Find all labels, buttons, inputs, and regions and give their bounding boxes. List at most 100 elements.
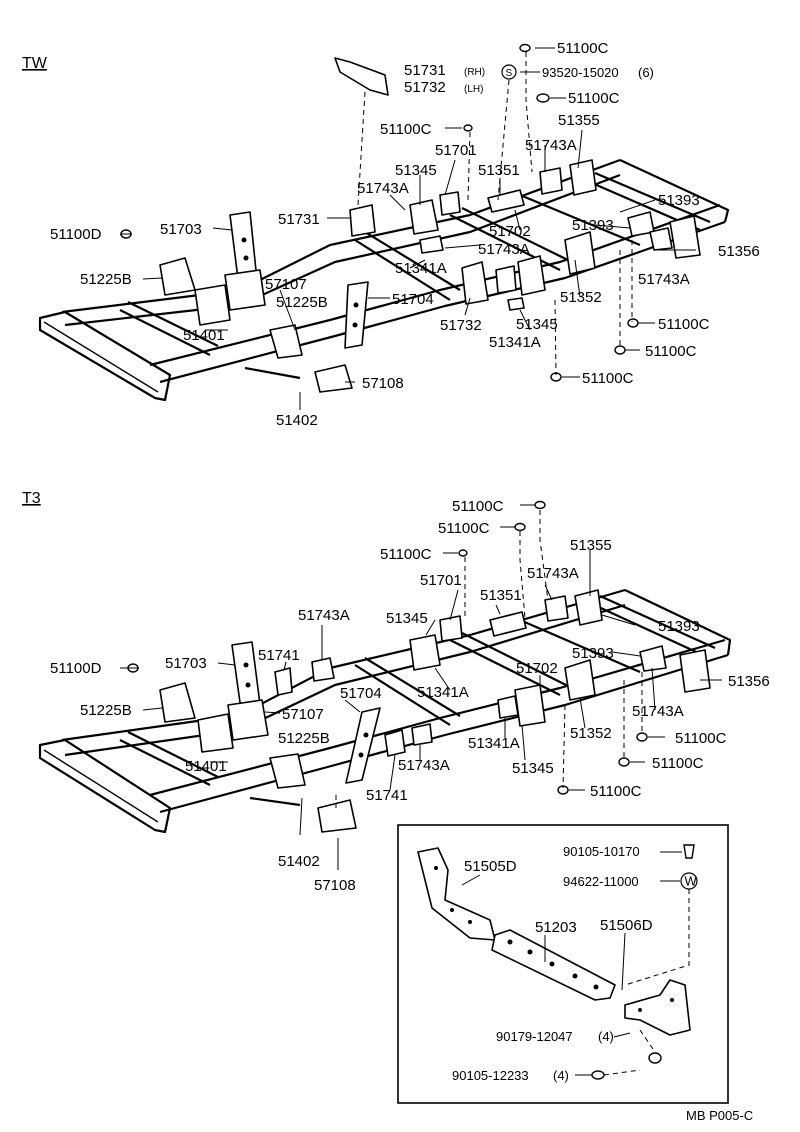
label-51345: 51345 bbox=[395, 162, 437, 179]
label-51100c: 51100C bbox=[380, 546, 432, 563]
label-51345: 51345 bbox=[386, 610, 428, 627]
label-51702: 51702 bbox=[516, 660, 558, 677]
label-57107: 57107 bbox=[265, 276, 307, 293]
label-57108: 57108 bbox=[314, 877, 356, 894]
label-51393: 51393 bbox=[572, 217, 614, 234]
label-51356: 51356 bbox=[728, 673, 770, 690]
label-51743a: 51743A bbox=[357, 180, 409, 197]
tw-section: TW bbox=[22, 40, 760, 429]
bracket-57108-part bbox=[314, 364, 353, 393]
label-51352: 51352 bbox=[570, 725, 612, 742]
mount-51225b-part bbox=[159, 257, 196, 296]
label-51732: 51732 bbox=[404, 79, 446, 96]
label-51355: 51355 bbox=[570, 537, 612, 554]
label-rh: (RH) bbox=[464, 67, 485, 78]
bracket-57108-part bbox=[317, 799, 357, 833]
label-51341a: 51341A bbox=[468, 735, 520, 752]
label-90179-12047: 90179-12047 bbox=[496, 1029, 573, 1044]
label-94622-11000: 94622-11000 bbox=[563, 874, 639, 889]
label-51743a: 51743A bbox=[632, 703, 684, 720]
label-90105-10170: 90105-10170 bbox=[563, 844, 640, 859]
label-57108: 57108 bbox=[362, 375, 404, 392]
label-51352: 51352 bbox=[560, 289, 602, 306]
label-51356: 51356 bbox=[718, 243, 760, 260]
label-51100c: 51100C bbox=[557, 40, 609, 57]
label-51100c: 51100C bbox=[590, 783, 642, 800]
label-51341a: 51341A bbox=[417, 684, 469, 701]
label-51741: 51741 bbox=[366, 787, 408, 804]
inset-detail: W 90105-10170 94622-11000 51505D 51203 5… bbox=[397, 824, 729, 1104]
label-51345: 51345 bbox=[516, 316, 558, 333]
label-51741: 51741 bbox=[258, 647, 300, 664]
label-51704: 51704 bbox=[340, 685, 382, 702]
tw-leaders bbox=[120, 47, 696, 410]
bracket-51704-part bbox=[345, 707, 381, 784]
label-51703: 51703 bbox=[165, 655, 207, 672]
label-51743a: 51743A bbox=[298, 607, 350, 624]
label-51704: 51704 bbox=[392, 291, 434, 308]
symbol-s-icon bbox=[501, 64, 517, 80]
tw-parts: S bbox=[120, 43, 701, 393]
label-51355: 51355 bbox=[558, 112, 600, 129]
bracket-51505d-part bbox=[417, 847, 496, 941]
label-93520-15020: 93520-15020 bbox=[542, 65, 619, 80]
t3-labels: 51100C 51100C 51355 51100C 51743A 51701 … bbox=[50, 498, 770, 894]
label-text: S bbox=[506, 68, 513, 79]
label-51351: 51351 bbox=[480, 587, 522, 604]
label-qty: (6) bbox=[638, 65, 654, 80]
bracket-51506d-part bbox=[624, 979, 691, 1036]
t3-section: T3 bbox=[22, 490, 770, 894]
label-51100c: 51100C bbox=[582, 370, 634, 387]
label-51743a: 51743A bbox=[478, 241, 530, 258]
label-51341a: 51341A bbox=[489, 334, 541, 351]
label-51100c: 51100C bbox=[380, 121, 432, 138]
label-qty: (4) bbox=[598, 1029, 614, 1044]
t3-leaders bbox=[120, 504, 722, 870]
label-51225b: 51225B bbox=[276, 294, 328, 311]
inset-frame bbox=[397, 824, 729, 1104]
bolt-icon bbox=[591, 1070, 605, 1080]
label-51100c: 51100C bbox=[568, 90, 620, 107]
t3-frame bbox=[38, 588, 732, 834]
label-51743a: 51743A bbox=[398, 757, 450, 774]
section-title-tw: TW bbox=[22, 55, 48, 72]
label-90105-12233: 90105-12233 bbox=[452, 1068, 529, 1083]
label-51731: 51731 bbox=[404, 62, 446, 79]
label-51701: 51701 bbox=[420, 572, 462, 589]
label-51225b: 51225B bbox=[80, 271, 132, 288]
label-57107: 57107 bbox=[282, 706, 324, 723]
section-title-t3: T3 bbox=[22, 490, 41, 507]
label-51100c: 51100C bbox=[452, 498, 504, 515]
label-51345: 51345 bbox=[512, 760, 554, 777]
label-lh: (LH) bbox=[464, 84, 483, 95]
label-51731: 51731 bbox=[278, 211, 320, 228]
label-51100d: 51100D bbox=[50, 226, 102, 243]
label-51351: 51351 bbox=[478, 162, 520, 179]
label-51701: 51701 bbox=[435, 142, 477, 159]
label-51100c: 51100C bbox=[658, 316, 710, 333]
label-51225b: 51225B bbox=[80, 702, 132, 719]
bolt-icon bbox=[683, 844, 695, 859]
label-51100c: 51100C bbox=[675, 730, 727, 747]
label-51703: 51703 bbox=[160, 221, 202, 238]
label-51732: 51732 bbox=[440, 317, 482, 334]
label-51743a: 51743A bbox=[638, 271, 690, 288]
label-51702: 51702 bbox=[489, 223, 531, 240]
label-51225b: 51225B bbox=[278, 730, 330, 747]
label-qty: (4) bbox=[553, 1068, 569, 1083]
nut-icon bbox=[648, 1052, 662, 1064]
bracket-51731-part bbox=[334, 57, 389, 96]
label-51100c: 51100C bbox=[645, 343, 697, 360]
tw-labels: 51100C 93520-15020 (6) 51731 (RH) 51732 … bbox=[50, 40, 760, 429]
label-51402: 51402 bbox=[278, 853, 320, 870]
label-51393: 51393 bbox=[658, 192, 700, 209]
label-51341a: 51341A bbox=[395, 260, 447, 277]
label-51505d: 51505D bbox=[464, 858, 517, 875]
label-51100d: 51100D bbox=[50, 660, 102, 677]
label-51506d: 51506D bbox=[600, 917, 653, 934]
label-text: W bbox=[685, 874, 698, 889]
label-51401: 51401 bbox=[185, 758, 227, 775]
bracket-51401-part bbox=[194, 284, 231, 326]
label-51401: 51401 bbox=[183, 327, 225, 344]
label-51393: 51393 bbox=[572, 645, 614, 662]
